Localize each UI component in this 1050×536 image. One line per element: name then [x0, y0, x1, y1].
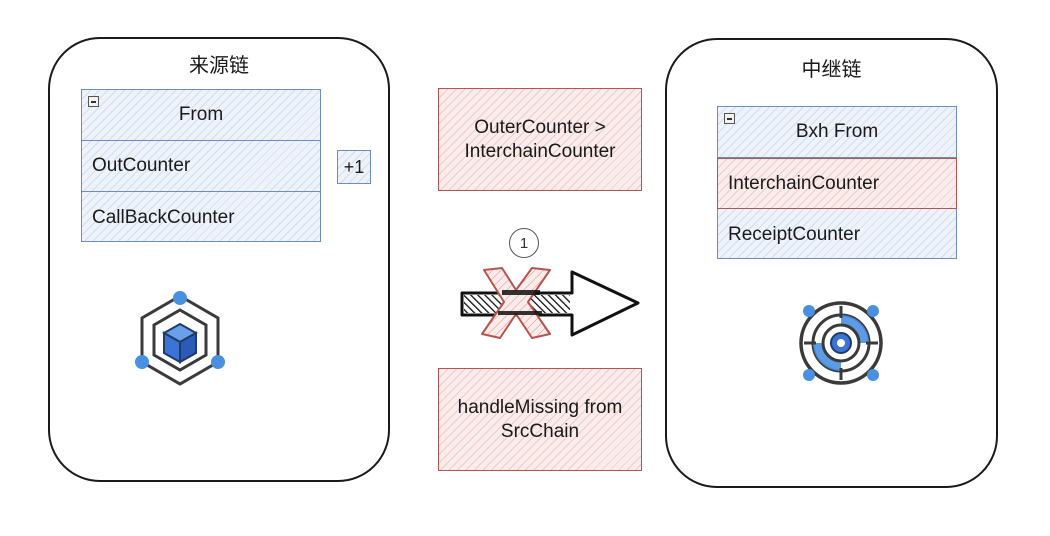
action-line-2: SrcChain	[500, 420, 580, 442]
bxh-from-class-box[interactable]: Bxh From InterchainCounter ReceiptCounte…	[717, 106, 957, 259]
bxh-from-class-header: Bxh From	[718, 107, 956, 158]
callback-counter-field[interactable]: CallBackCounter	[92, 206, 235, 228]
relay-hub-icon	[799, 301, 883, 385]
condition-line-2: InterchainCounter	[464, 140, 616, 162]
collapse-icon[interactable]	[88, 96, 99, 107]
source-chain-title: 来源链	[189, 53, 249, 77]
step-number-badge: 1	[509, 228, 539, 258]
increment-badge: +1	[337, 150, 371, 184]
action-line-1: handleMissing from	[457, 396, 623, 418]
blockchain-cube-icon	[135, 291, 225, 386]
action-note: handleMissing from SrcChain	[438, 368, 642, 471]
interchain-counter-field[interactable]: InterchainCounter	[717, 158, 957, 209]
from-class-header: From	[82, 90, 320, 141]
collapse-icon[interactable]	[724, 113, 735, 124]
receipt-counter-field[interactable]: ReceiptCounter	[728, 223, 861, 245]
from-class-box[interactable]: From OutCounter CallBackCounter	[81, 89, 321, 242]
condition-note: OuterCounter > InterchainCounter	[438, 88, 642, 191]
out-counter-field[interactable]: OutCounter	[82, 141, 320, 192]
blocked-transfer-arrow	[460, 267, 640, 339]
condition-line-1: OuterCounter >	[474, 116, 606, 138]
relay-chain-title: 中继链	[801, 57, 862, 81]
